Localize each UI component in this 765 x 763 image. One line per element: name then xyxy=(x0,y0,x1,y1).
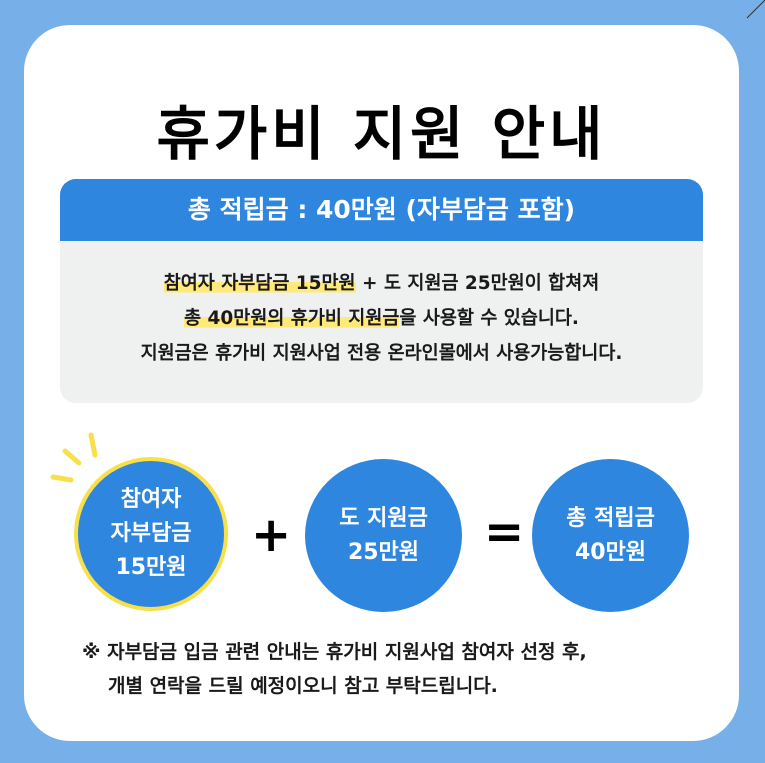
equals-sign: = xyxy=(484,504,525,560)
footnote-line-2: 개별 연락을 드릴 예정이오니 참고 부탁드립니다. xyxy=(108,675,498,697)
circle-self-payment: 참여자 자부담금 15만원 xyxy=(74,457,228,611)
footnote-line-1: ※ 자부담금 입금 관련 안내는 휴가비 지원사업 참여자 선정 후, xyxy=(82,641,587,663)
highlight-text: 참여자 자부담금 15만원 xyxy=(163,273,356,294)
info-box-body: 참여자 자부담금 15만원 + 도 지원금 25만원이 합쳐져 총 40만원의 … xyxy=(60,241,703,371)
circle-province-support: 도 지원금 25만원 xyxy=(305,459,462,612)
circle-text: 도 지원금 xyxy=(339,505,428,531)
page-title: 휴가비 지원 안내 xyxy=(156,100,607,168)
circle-text: 40만원 xyxy=(574,539,647,565)
info-line-3: 지원금은 휴가비 지원사업 전용 온라인몰에서 사용가능합니다. xyxy=(140,343,623,364)
notice-card: 휴가비 지원 안내 총 적립금 : 40만원 (자부담금 포함) 참여자 자부담… xyxy=(24,25,739,741)
circle-text: 15만원 xyxy=(115,555,187,580)
corner-line-mark xyxy=(746,0,765,19)
circle-text: 참여자 xyxy=(120,487,182,512)
circle-text: 총 적립금 xyxy=(566,505,655,531)
equation-diagram: 참여자 자부담금 15만원 + 도 지원금 25만원 = 총 적립금 40만원 xyxy=(24,432,739,612)
info-line-1: 참여자 자부담금 15만원 + 도 지원금 25만원이 합쳐져 xyxy=(60,266,703,301)
sparkle-icon xyxy=(50,432,98,483)
circle-total: 총 적립금 40만원 xyxy=(532,459,689,612)
info-text: 을 사용할 수 있습니다. xyxy=(399,308,579,329)
highlight-text: 총 40만원의 휴가비 지원금 xyxy=(184,308,400,329)
info-box-header: 총 적립금 : 40만원 (자부담금 포함) xyxy=(60,179,703,241)
circle-text: 25만원 xyxy=(347,539,420,565)
circle-text: 자부담금 xyxy=(110,521,192,546)
info-text: + 도 지원금 25만원이 합쳐져 xyxy=(355,273,600,294)
plus-sign: + xyxy=(251,507,292,563)
footnote: ※ 자부담금 입금 관련 안내는 휴가비 지원사업 참여자 선정 후, 개별 연… xyxy=(82,635,587,703)
info-box: 총 적립금 : 40만원 (자부담금 포함) 참여자 자부담금 15만원 + 도… xyxy=(60,179,703,403)
info-line-2: 총 40만원의 휴가비 지원금을 사용할 수 있습니다. xyxy=(60,301,703,336)
